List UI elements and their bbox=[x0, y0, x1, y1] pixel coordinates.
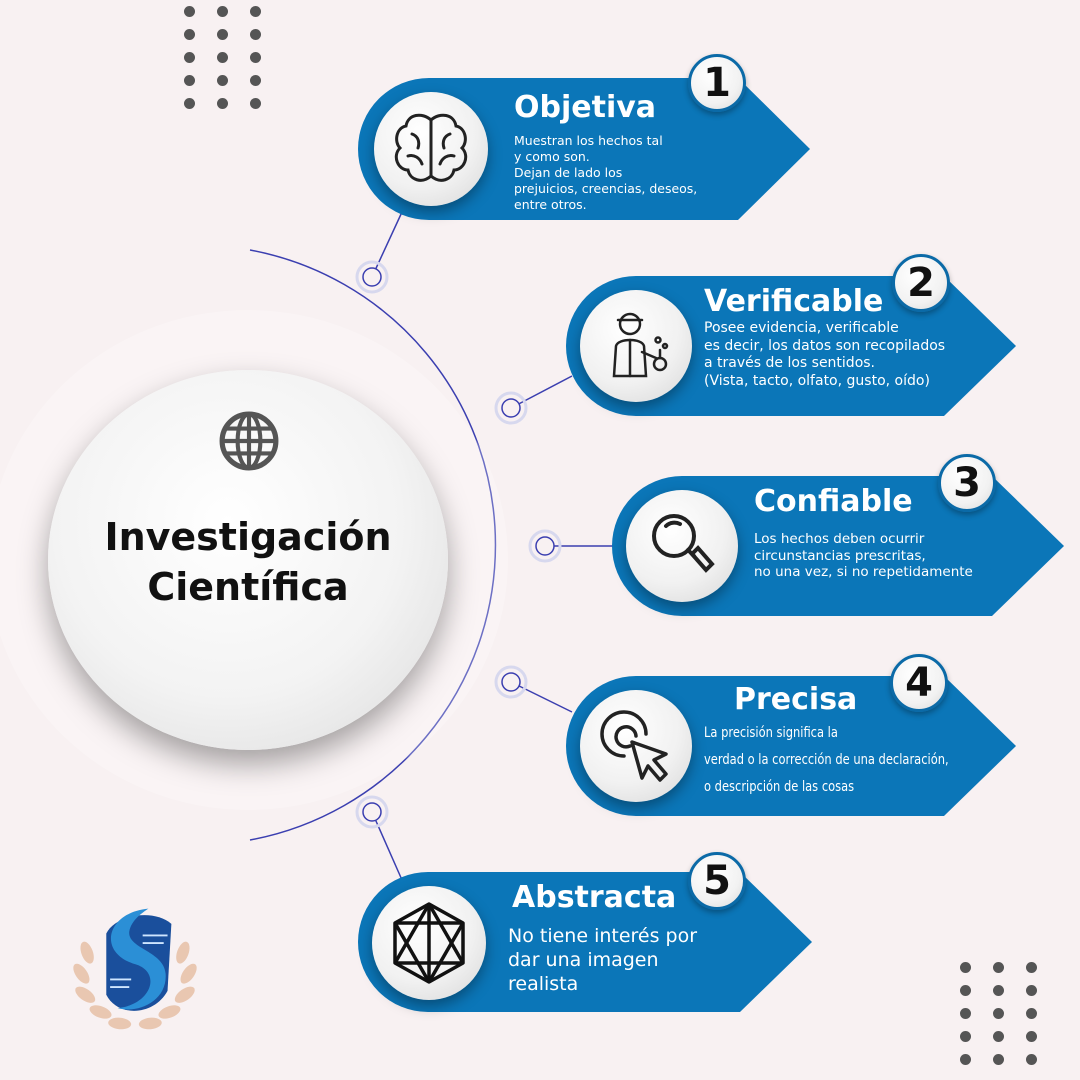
globe-icon bbox=[219, 411, 279, 471]
number-badge: 1 bbox=[688, 54, 746, 112]
card-title: Precisa bbox=[734, 682, 858, 717]
card-description: Muestran los hechos tal y como son. Deja… bbox=[514, 133, 698, 212]
card-description: Los hechos deben ocurrir circunstancias … bbox=[754, 531, 973, 580]
dot-grid-bottom bbox=[960, 962, 1040, 1077]
card-description: No tiene interés por dar una imagen real… bbox=[508, 925, 698, 995]
scientist-icon bbox=[580, 290, 692, 402]
card-description: La precisión significa la verdad o la co… bbox=[704, 725, 949, 795]
target-cursor-icon bbox=[580, 690, 692, 802]
main-title: Investigación Científica bbox=[104, 515, 392, 609]
card-abstracta: Abstracta No tiene interés por dar una i… bbox=[358, 852, 813, 1012]
card-precisa: Precisa La precisión significa la verdad… bbox=[566, 654, 1018, 816]
polyhedron-icon bbox=[372, 886, 486, 1000]
card-title: Abstracta bbox=[512, 880, 677, 915]
laurel-s-logo bbox=[73, 908, 197, 1030]
card-description: Posee evidencia, verificable es decir, l… bbox=[704, 320, 946, 389]
number-badge: 3 bbox=[938, 454, 996, 512]
card-confiable: Confiable Los hechos deben ocurrir circu… bbox=[612, 454, 1066, 616]
magnifier-icon bbox=[626, 490, 738, 602]
number-badge: 4 bbox=[890, 654, 948, 712]
number-badge: 5 bbox=[688, 852, 746, 910]
brain-icon bbox=[374, 92, 488, 206]
card-title: Confiable bbox=[754, 484, 913, 519]
dot-grid-top bbox=[184, 6, 264, 109]
card-title: Objetiva bbox=[514, 90, 657, 125]
card-title: Verificable bbox=[704, 284, 884, 319]
card-objetiva: Objetiva Muestran los hechos tal y como … bbox=[358, 54, 813, 220]
card-verificable: Verificable Posee evidencia, verificable… bbox=[566, 254, 1018, 416]
number-badge: 2 bbox=[892, 254, 950, 312]
